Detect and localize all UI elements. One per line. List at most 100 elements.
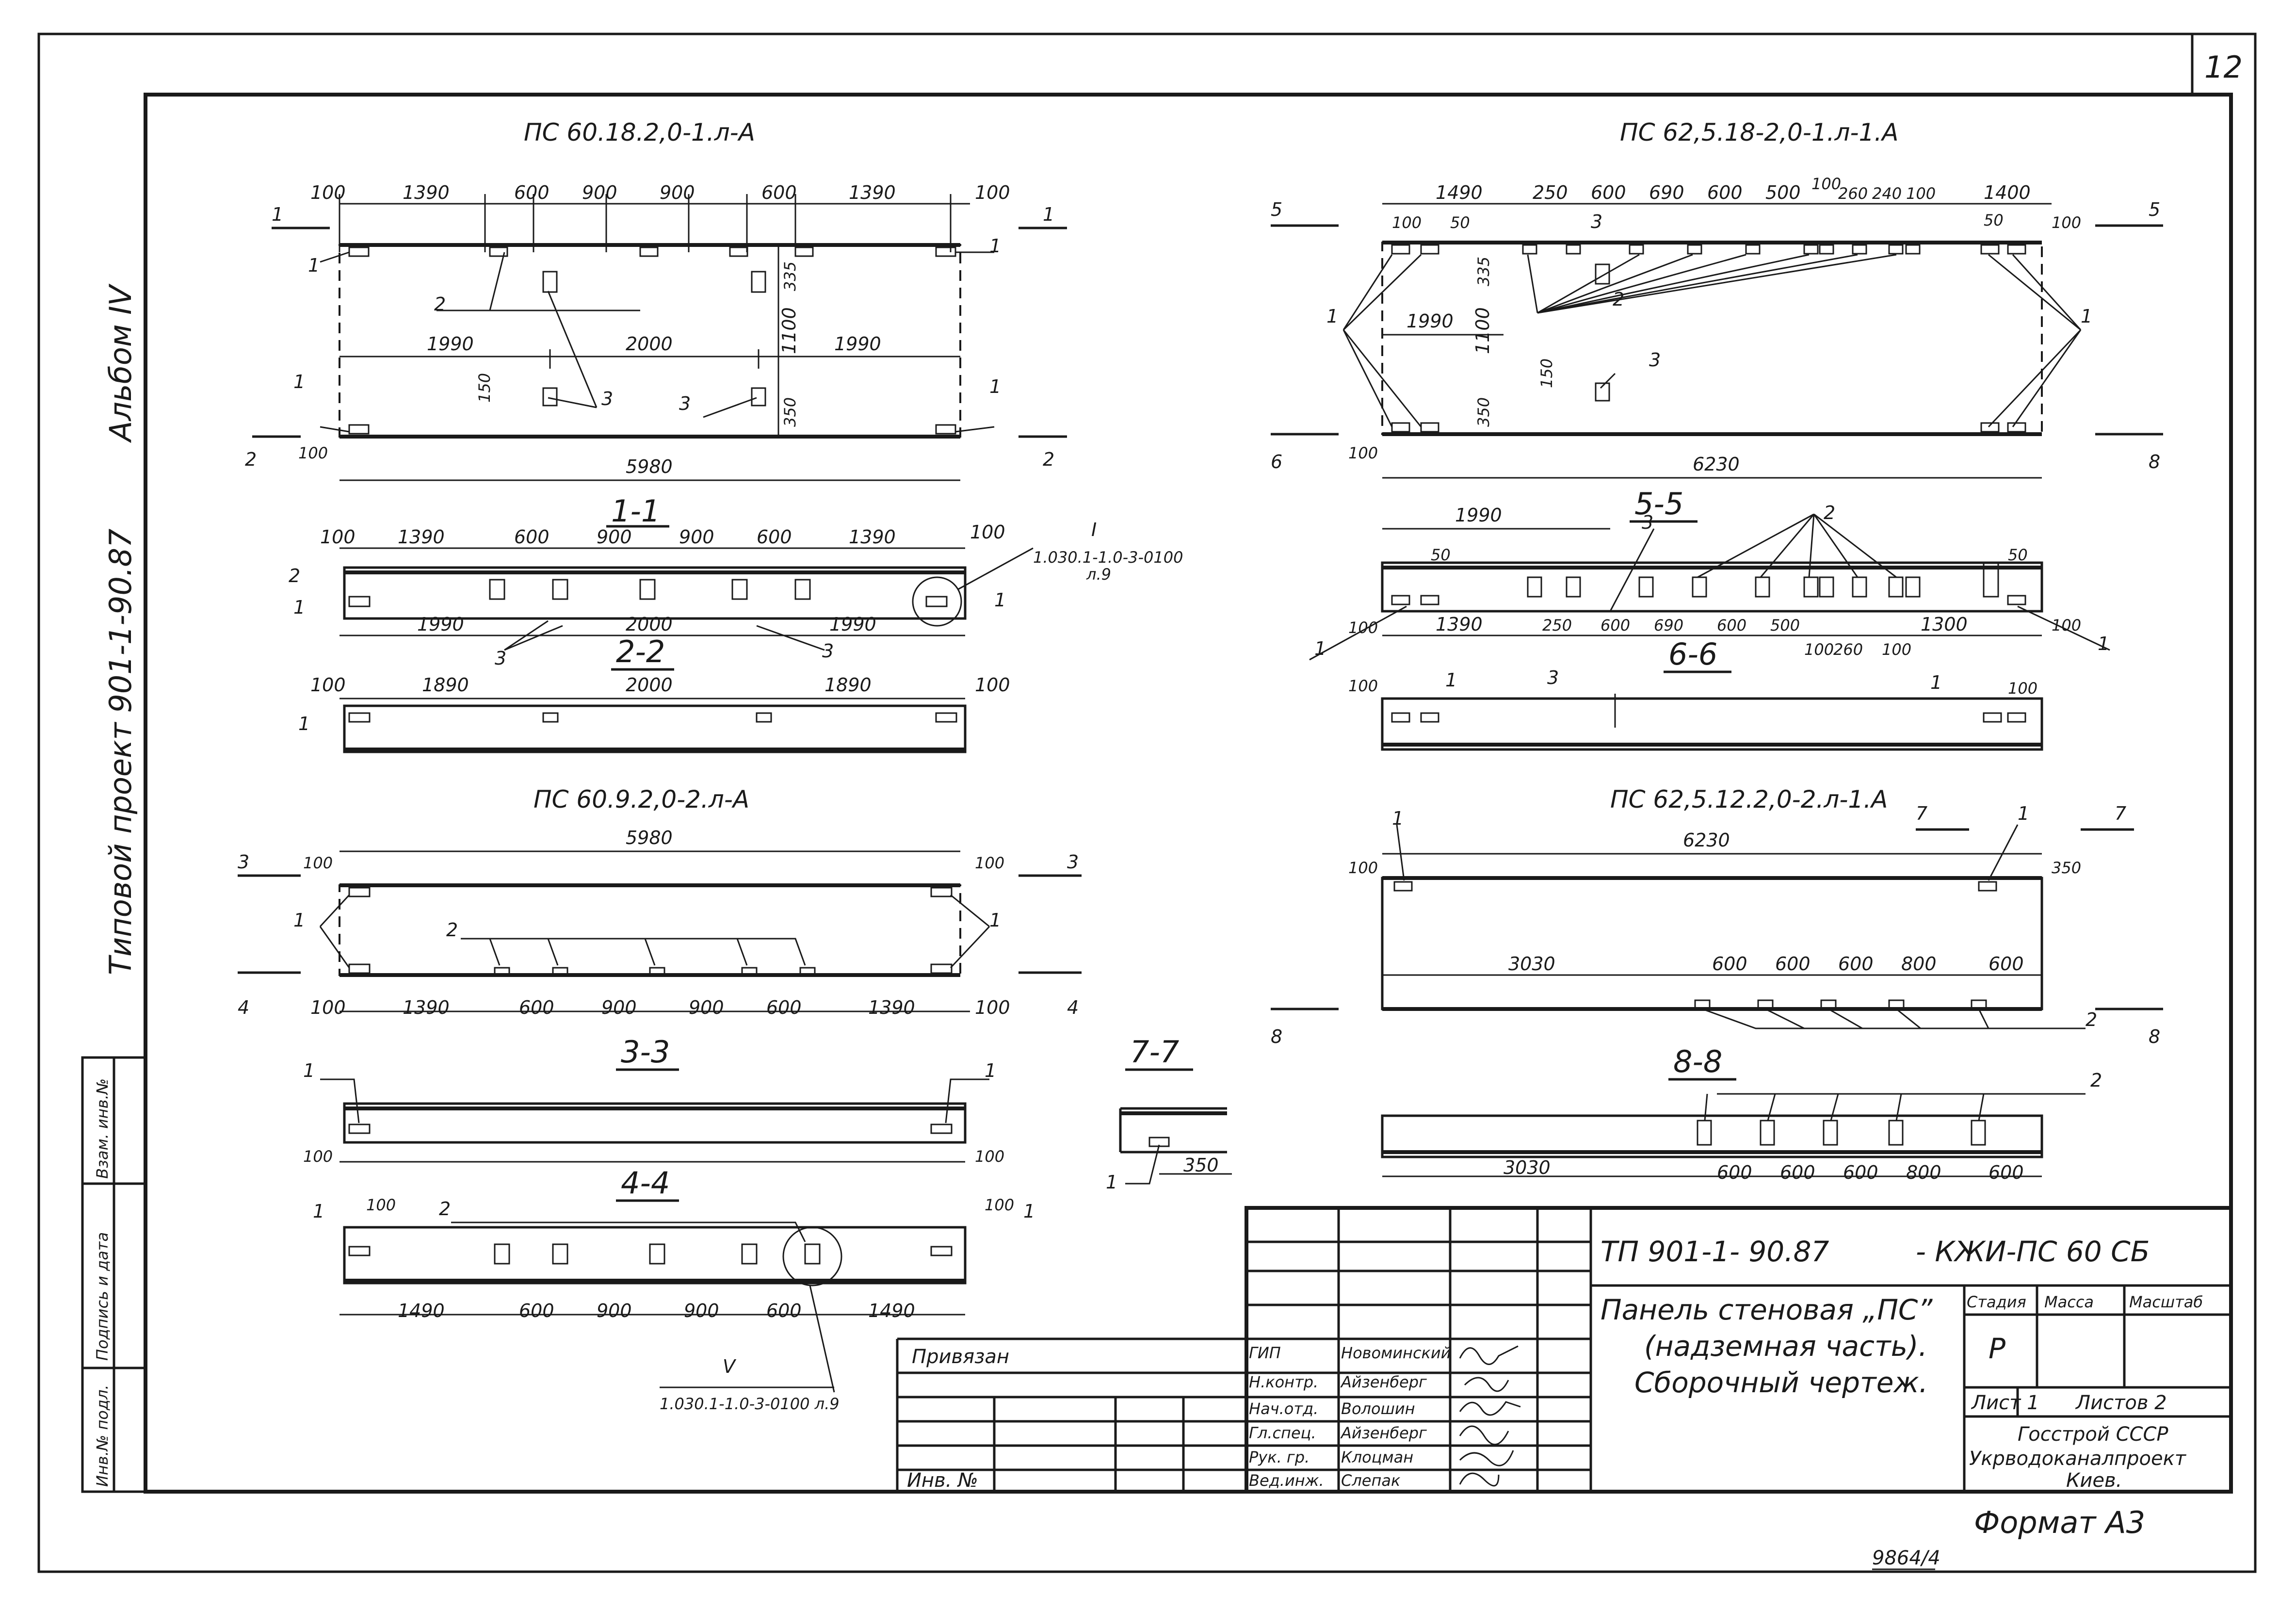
dim: 600 <box>766 997 802 1018</box>
dim: 100 <box>310 997 346 1018</box>
section-label: 5-5 <box>1634 486 1683 521</box>
cut-6: 6 <box>1271 451 1282 472</box>
dim: 260 <box>1838 184 1868 203</box>
cut-7: 7 <box>2115 803 2126 824</box>
dim-total: 5980 <box>626 456 673 477</box>
archive-number: 9864/4 <box>1872 1547 1940 1569</box>
ref-sheet: л.9 <box>1086 565 1111 584</box>
dim: 100 <box>975 1147 1004 1166</box>
dim: 600 <box>1591 182 1626 203</box>
dim: 600 <box>1601 616 1630 635</box>
section-3-3: 3-3 1 1 100 100 <box>303 1034 1004 1166</box>
staff-role: Рук. гр. <box>1249 1448 1310 1466</box>
mark-1: 1 <box>293 910 305 931</box>
cut-3: 3 <box>1067 851 1079 873</box>
mark-2: 2 <box>1613 289 1624 310</box>
dim: 250 <box>1542 616 1572 635</box>
mark-1: 1 <box>2081 306 2092 327</box>
cut-8: 8 <box>2149 1026 2160 1047</box>
dim: 100 <box>1882 640 1911 659</box>
dim: 900 <box>679 526 714 548</box>
dim: 150 <box>475 373 494 403</box>
section-outline <box>343 704 967 753</box>
cut-7: 7 <box>1916 803 1927 824</box>
dim: 100 <box>985 1196 1014 1214</box>
section-1-1: 1-1 100 1390 600 900 900 600 1390 100 19… <box>289 493 1183 669</box>
dim: 100 <box>366 1196 396 1214</box>
dim-total: 5980 <box>626 827 673 848</box>
tb-sheet: Лист 1 <box>1971 1392 2039 1414</box>
panel-outline <box>339 884 961 976</box>
dim: 100 <box>970 521 1005 543</box>
section-7-7: 7-7 1 350 <box>1106 1034 1232 1193</box>
dim: 150 <box>1537 358 1556 388</box>
cut-4: 4 <box>238 997 249 1018</box>
dim: 600 <box>514 182 550 203</box>
cut-4: 4 <box>1067 997 1079 1018</box>
dim: 1990 <box>1407 310 1454 332</box>
tb-doc-code: - КЖИ-ПС 60 СБ <box>1916 1235 2150 1268</box>
project-code: Типовой проект 901-1-90.87 <box>103 529 138 975</box>
mark-1: 1 <box>1106 1172 1117 1193</box>
dim: 250 <box>1533 182 1568 203</box>
dim: 3030 <box>1504 1157 1551 1178</box>
dim: 600 <box>1780 1162 1815 1183</box>
dim: 600 <box>1843 1162 1878 1183</box>
cut-1: 1 <box>1043 204 1054 225</box>
section-label: 6-6 <box>1668 636 1717 672</box>
dim: 1490 <box>868 1300 915 1321</box>
left-margin: Типовой проект 901-1-90.87 Альбом IV <box>103 283 138 975</box>
format-label: Формат А3 <box>1974 1505 2145 1540</box>
mark-1: 1 <box>985 1060 996 1081</box>
dim-total: 6230 <box>1693 454 1740 475</box>
dim: 1100 <box>778 307 800 354</box>
section-4-4: 4-4 1 100 100 1 2 1490 600 900 900 600 1… <box>313 1165 1035 1413</box>
panel-ps-62-5-18: ПС 62,5.18-2,0-1.л-1.А 1490 250 600 690 … <box>1271 118 2163 479</box>
ref-mark-I: I <box>1091 519 1097 540</box>
mark-1: 1 <box>2098 633 2109 654</box>
cut-2: 2 <box>245 449 257 470</box>
section-outline <box>343 1102 967 1144</box>
dim: 1990 <box>417 614 464 635</box>
dim: 900 <box>582 182 617 203</box>
section-label: 8-8 <box>1673 1044 1722 1079</box>
section-label: 2-2 <box>616 634 665 669</box>
drawing-frame <box>144 93 2233 1494</box>
dim: 350 <box>2052 859 2081 877</box>
tb-stage: Р <box>1989 1332 2005 1365</box>
section-outline <box>1381 697 2043 751</box>
staff-role: Вед.инж. <box>1249 1471 1324 1490</box>
mark-2: 2 <box>2090 1070 2102 1091</box>
panel-title: ПС 60.18.2,0-1.л-А <box>524 118 755 146</box>
mark-2: 2 <box>434 293 446 315</box>
mark-1: 1 <box>994 589 1006 611</box>
tb-inv-no: Инв. № <box>907 1469 978 1492</box>
album-label: Альбом IV <box>103 283 138 443</box>
dim: 900 <box>601 997 637 1018</box>
dim: 900 <box>597 1300 632 1321</box>
section-label: 1-1 <box>611 493 660 529</box>
dim: 350 <box>1183 1155 1219 1176</box>
dim: 240 <box>1872 184 1902 203</box>
dim: 1490 <box>398 1300 445 1321</box>
dim: 100 <box>2008 679 2037 698</box>
mark-1: 1 <box>989 376 1001 397</box>
tb-org-3: Киев. <box>2066 1469 2122 1492</box>
section-outline <box>1381 1114 2043 1158</box>
dim: 100 <box>1811 175 1841 193</box>
dim: 260 <box>1833 640 1863 659</box>
dim: 100 <box>975 997 1010 1018</box>
dim: 690 <box>1654 616 1683 635</box>
ref-mark-V: V <box>723 1356 737 1377</box>
staff-role: Гл.спец. <box>1249 1424 1316 1442</box>
dim: 600 <box>766 1300 802 1321</box>
section-label: 3-3 <box>621 1034 670 1070</box>
mark-1: 1 <box>989 910 1001 931</box>
dim: 1100 <box>1472 307 1493 354</box>
tb-name-1: Панель стеновая „ПС” <box>1601 1293 1933 1326</box>
dim: 100 <box>298 444 328 462</box>
panel-title: ПС 62,5.18-2,0-1.л-1.А <box>1620 118 1898 146</box>
cut-1: 1 <box>272 204 283 225</box>
mark-1: 1 <box>1023 1201 1035 1222</box>
dim: 1390 <box>403 182 450 203</box>
